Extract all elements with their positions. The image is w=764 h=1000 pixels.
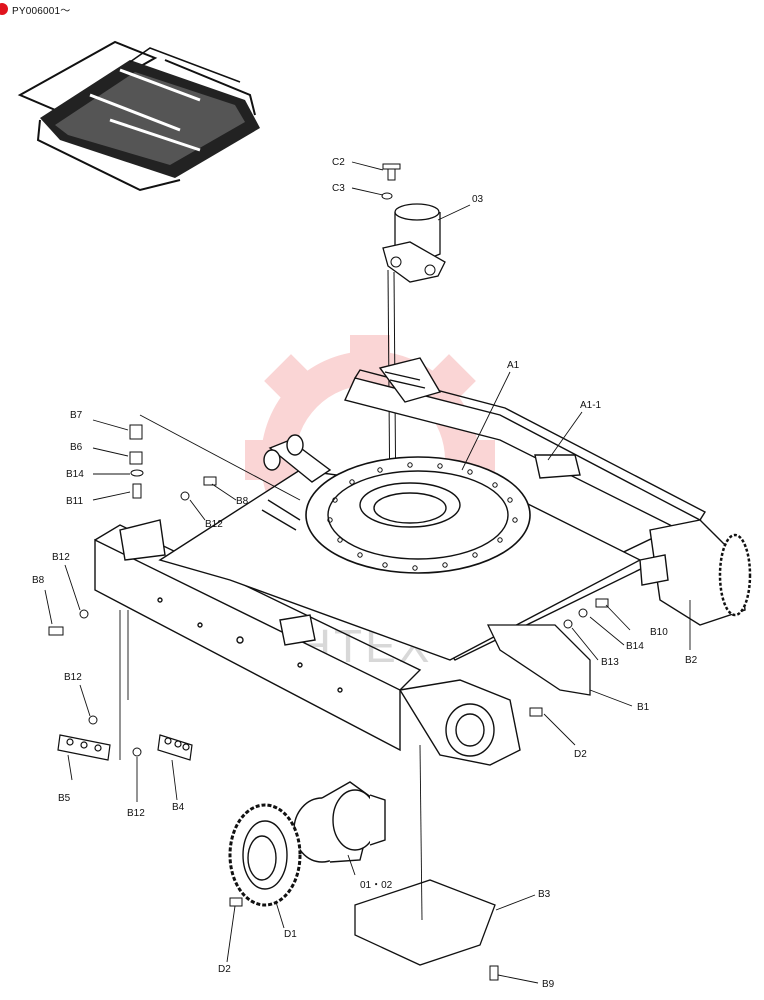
label-b13: B13 bbox=[601, 657, 619, 668]
label-d2-right: D2 bbox=[574, 749, 587, 760]
brand-dot-icon bbox=[0, 3, 8, 15]
leader-lines bbox=[44, 161, 691, 984]
label-b10: B10 bbox=[650, 627, 668, 638]
label-c2: C2 bbox=[332, 157, 345, 168]
callout-labels: C2 C3 03 A1 A1-1 B7 B6 B14 B11 B8 B12 B1… bbox=[32, 157, 698, 990]
sprocket-d1-part bbox=[228, 803, 302, 907]
label-b14-left: B14 bbox=[66, 469, 84, 480]
fasteners bbox=[48, 424, 609, 981]
thumbnail-undercarriage-icon bbox=[17, 40, 260, 192]
label-b12-top: B12 bbox=[205, 519, 223, 530]
label-b7: B7 bbox=[70, 410, 83, 421]
serial-range: PY006001～ bbox=[12, 5, 71, 17]
header: PY006001～ bbox=[0, 0, 71, 18]
label-b5: B5 bbox=[58, 793, 71, 804]
label-b11: B11 bbox=[66, 496, 83, 507]
label-b12-left: B12 bbox=[52, 552, 70, 563]
label-a1-1: A1-1 bbox=[580, 400, 602, 411]
label-03: 03 bbox=[472, 194, 484, 205]
label-b6: B6 bbox=[70, 442, 83, 453]
label-b8-left: B8 bbox=[32, 575, 45, 586]
label-b9: B9 bbox=[542, 979, 555, 990]
label-b14-right: B14 bbox=[626, 641, 644, 652]
shim-b5-part bbox=[57, 734, 111, 761]
swivel-joint-part bbox=[381, 163, 446, 521]
label-d2-left: D2 bbox=[218, 964, 231, 975]
travel-motor-part bbox=[293, 781, 386, 863]
label-b12-mid: B12 bbox=[64, 672, 82, 683]
shim-b4-part bbox=[157, 734, 193, 761]
label-b8-top: B8 bbox=[236, 496, 249, 507]
label-b12-bottom: B12 bbox=[127, 808, 145, 819]
label-b2: B2 bbox=[685, 655, 698, 666]
label-b3: B3 bbox=[538, 889, 551, 900]
track-frame-part bbox=[94, 357, 752, 766]
label-01-02: 01・02 bbox=[360, 880, 393, 891]
label-d1: D1 bbox=[284, 929, 297, 940]
cover-b3-part bbox=[354, 879, 496, 966]
label-a1: A1 bbox=[507, 360, 520, 371]
label-b1: B1 bbox=[637, 702, 650, 713]
cover-b1-part bbox=[486, 624, 591, 696]
label-b4: B4 bbox=[172, 802, 185, 813]
label-c3: C3 bbox=[332, 183, 345, 194]
